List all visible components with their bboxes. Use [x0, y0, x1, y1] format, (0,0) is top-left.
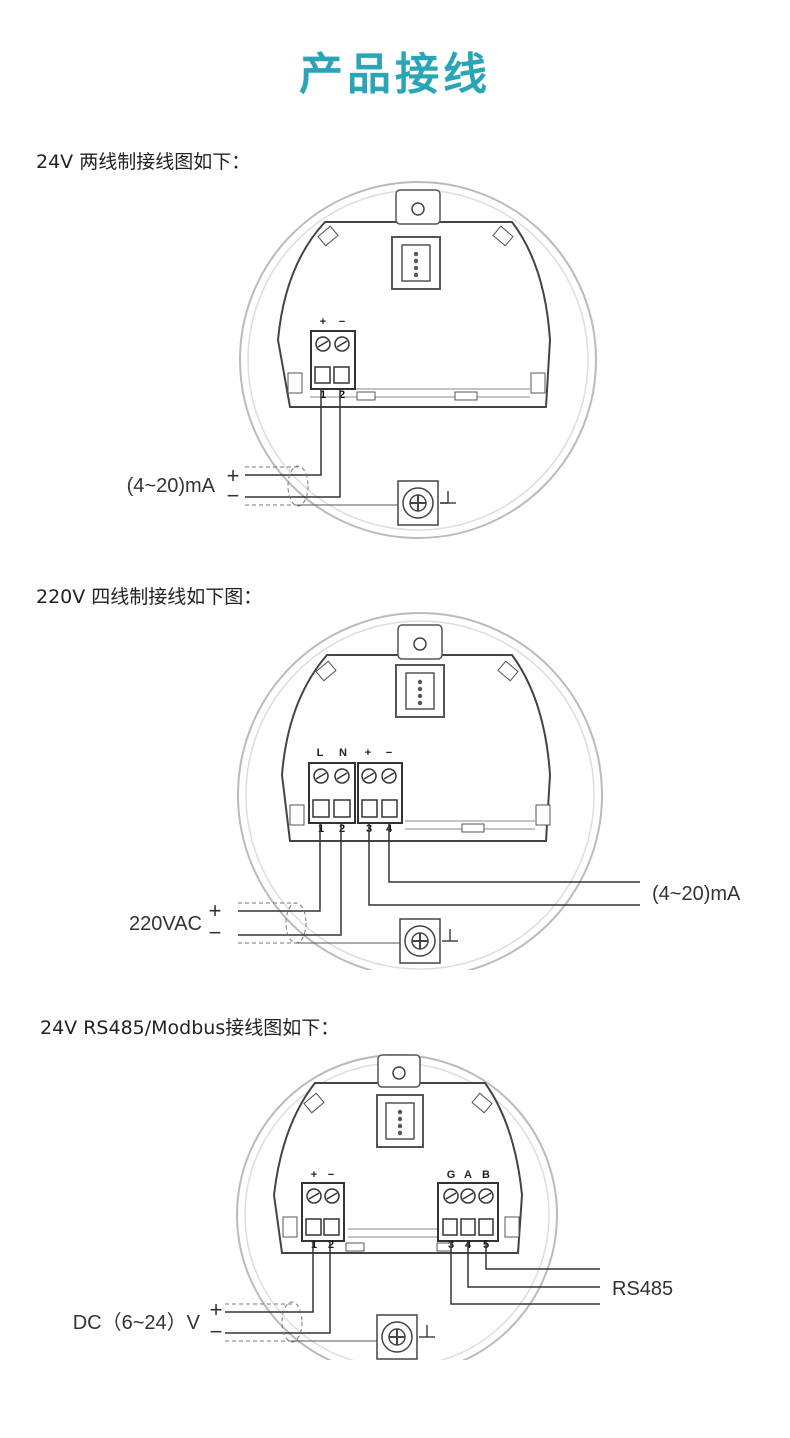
- terminal-label-minus: −: [386, 747, 392, 759]
- clip-icon: [530, 372, 546, 394]
- pin-number: 2: [339, 389, 345, 401]
- power-label: DC（6~24）V: [73, 1311, 201, 1334]
- minus-sign: −: [209, 920, 222, 945]
- signal-label: (4~20)mA: [652, 883, 741, 905]
- cable-shield: [245, 465, 418, 507]
- page-title: 产品接线: [299, 49, 491, 100]
- signal-label: (4~20)mA: [127, 475, 216, 497]
- clip-icon: [492, 225, 514, 247]
- pin-number: 1: [320, 389, 326, 401]
- minus-sign: −: [227, 483, 240, 508]
- wire: [245, 389, 341, 498]
- terminal-block: [301, 1182, 345, 1242]
- terminal-label-plus: +: [365, 747, 371, 759]
- terminal-block: [308, 762, 356, 824]
- clip-icon: [497, 660, 519, 682]
- clip-icon: [282, 1216, 298, 1238]
- plus-sign: +: [209, 898, 222, 923]
- terminal-block: [357, 762, 403, 824]
- terminal-label-plus: +: [311, 1169, 317, 1181]
- plus-sign: +: [210, 1297, 223, 1322]
- section-title-four-wire: 220V 四线制接线如下图：: [36, 586, 263, 608]
- clip-icon: [471, 1092, 493, 1114]
- plus-sign: +: [227, 463, 240, 488]
- wiring-diagram-four-wire: L N + − 1 2 3 4: [129, 612, 741, 970]
- clip-icon: [317, 225, 339, 247]
- ground-screw-icon: [376, 1314, 418, 1360]
- wire: [225, 1241, 600, 1334]
- terminal-label-n: N: [339, 747, 347, 759]
- terminal-label-g: G: [447, 1169, 456, 1181]
- terminal-label-b: B: [482, 1169, 490, 1181]
- wiring-diagram-rs485: + − 1 2 G A B 3 4 5: [73, 1054, 673, 1360]
- pin-number: 2: [328, 1239, 334, 1251]
- terminal-label-minus: −: [339, 316, 345, 328]
- pin-number: 1: [318, 823, 324, 835]
- pin-number: 2: [339, 823, 345, 835]
- terminal-label-a: A: [464, 1169, 472, 1181]
- ground-screw-icon: [397, 480, 439, 526]
- clip-icon: [303, 1092, 325, 1114]
- terminal-label-minus: −: [328, 1169, 334, 1181]
- clip-icon: [287, 372, 303, 394]
- clip-icon: [289, 804, 305, 826]
- terminal-label-plus: +: [320, 316, 326, 328]
- bus-label: RS485: [612, 1278, 673, 1300]
- cable-shield: [225, 1301, 397, 1343]
- terminal-block: [437, 1182, 499, 1242]
- pin-number: 1: [311, 1239, 317, 1251]
- clip-icon: [315, 660, 337, 682]
- ground-symbol-icon: [419, 1325, 435, 1338]
- power-label: 220VAC: [129, 913, 202, 935]
- section-title-rs485: 24V RS485/Modbus接线图如下：: [40, 1017, 340, 1039]
- clip-icon: [535, 804, 551, 826]
- ground-symbol-icon: [440, 491, 456, 504]
- terminal-label-l: L: [317, 747, 324, 759]
- wiring-diagram-two-wire: + − 1 2 + − (4~20)mA: [127, 181, 597, 539]
- minus-sign: −: [210, 1319, 223, 1344]
- section-title-two-wire: 24V 两线制接线图如下：: [36, 151, 251, 173]
- terminal-block: [310, 330, 356, 390]
- ground-screw-icon: [399, 918, 441, 964]
- wire: [238, 823, 640, 936]
- housing-outline: [237, 612, 603, 970]
- ground-symbol-icon: [442, 929, 458, 942]
- clip-icon: [504, 1216, 520, 1238]
- cable-shield: [238, 902, 418, 944]
